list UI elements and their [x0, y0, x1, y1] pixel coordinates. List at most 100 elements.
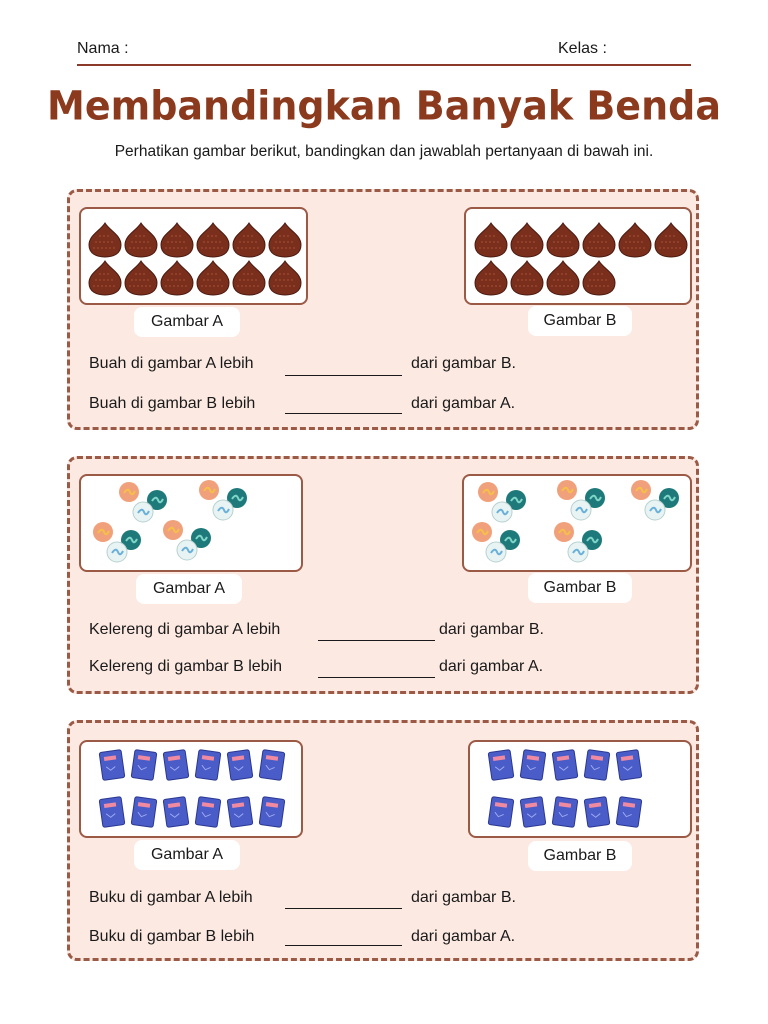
book-icon [583, 796, 611, 828]
answer-blank-2[interactable] [285, 413, 402, 414]
marble-group-a [93, 480, 247, 563]
question-1-text: Kelereng di gambar A lebih [89, 621, 281, 638]
book-icon [258, 796, 286, 828]
marble-icon [554, 522, 574, 542]
salak-fruit-icon [88, 260, 122, 296]
book-icon [551, 796, 579, 828]
answer-blank-2[interactable] [318, 677, 435, 678]
book-icon [258, 749, 286, 781]
marble-icon [163, 520, 183, 540]
salak-fruit-icon [546, 222, 580, 258]
salak-fruit-icon [196, 260, 230, 296]
question-1-suffix: dari gambar B. [439, 621, 544, 638]
caption-b: Gambar B [528, 573, 632, 603]
salak-fruit-icon [474, 260, 508, 296]
picture-b-marbles [462, 474, 692, 572]
picture-b-salak [464, 207, 692, 305]
question-2-suffix: dari gambar A. [439, 658, 544, 675]
section-books: Gambar A Gambar B Buku di gambar A lebih… [67, 720, 699, 961]
marble-icon [119, 482, 139, 502]
salak-fruit-icon [124, 222, 158, 258]
marble-icon [93, 522, 113, 542]
marble-icon [557, 480, 577, 500]
marble-icon [582, 530, 602, 550]
marble-icon [478, 482, 498, 502]
marble-icon [567, 541, 589, 563]
salak-fruit-icon [124, 260, 158, 296]
marble-icon [585, 488, 605, 508]
marble-icon [132, 501, 154, 523]
worksheet-instructions: Perhatikan gambar berikut, bandingkan da… [114, 143, 654, 160]
book-icon [162, 749, 190, 781]
book-icon [583, 749, 611, 781]
marble-icon [631, 480, 651, 500]
class-label: Kelas : [558, 40, 607, 57]
caption-b: Gambar B [528, 841, 632, 871]
salak-fruit-icon [618, 222, 652, 258]
marble-icon [147, 490, 167, 510]
salak-fruit-icon [654, 222, 688, 258]
salak-fruit-icon [582, 260, 616, 296]
marble-icon [176, 539, 198, 561]
salak-fruit-icon [196, 222, 230, 258]
picture-a-books [79, 740, 303, 838]
salak-fruit-icon [160, 222, 194, 258]
caption-b: Gambar B [528, 306, 632, 336]
question-2-text: Buku di gambar B lebih [89, 928, 255, 945]
section-salak: Gambar A Gambar B Buah di gambar A lebih… [67, 189, 699, 430]
book-icon [130, 749, 158, 781]
book-icon [519, 796, 547, 828]
picture-b-books [468, 740, 692, 838]
salak-fruit-icon [232, 260, 266, 296]
question-2-suffix: dari gambar A. [411, 928, 516, 945]
marble-icon [491, 501, 513, 523]
salak-fruit-icon [268, 222, 302, 258]
student-info-header: Nama : Kelas : [77, 40, 691, 66]
picture-a-marbles [79, 474, 303, 572]
caption-a: Gambar A [134, 840, 240, 870]
salak-fruit-icon [268, 260, 302, 296]
question-1-suffix: dari gambar B. [411, 889, 516, 906]
book-icon [226, 796, 254, 828]
question-2-text: Buah di gambar B lebih [89, 395, 256, 412]
book-icon [487, 749, 515, 781]
book-icon [226, 749, 254, 781]
book-icon [519, 749, 547, 781]
marble-icon [191, 528, 211, 548]
marble-icon [227, 488, 247, 508]
name-label: Nama : [77, 40, 129, 57]
marble-icon [199, 480, 219, 500]
book-icon [194, 749, 222, 781]
marble-icon [570, 499, 592, 521]
marble-icon [212, 499, 234, 521]
book-group-b [487, 749, 643, 828]
book-icon [551, 749, 579, 781]
question-2-text: Kelereng di gambar B lebih [89, 658, 283, 675]
book-icon [615, 749, 643, 781]
book-icon [98, 749, 126, 781]
answer-blank-1[interactable] [285, 375, 402, 376]
marble-icon [506, 490, 526, 510]
book-icon [130, 796, 158, 828]
marble-group-b [472, 480, 679, 563]
marble-icon [106, 541, 128, 563]
book-icon [162, 796, 190, 828]
marble-icon [472, 522, 492, 542]
marble-icon [121, 530, 141, 550]
salak-group-b [474, 222, 688, 296]
salak-fruit-icon [88, 222, 122, 258]
salak-fruit-icon [510, 222, 544, 258]
answer-blank-1[interactable] [318, 640, 435, 641]
caption-a: Gambar A [134, 307, 240, 337]
book-icon [487, 796, 515, 828]
salak-fruit-icon [546, 260, 580, 296]
salak-fruit-icon [160, 260, 194, 296]
salak-fruit-icon [474, 222, 508, 258]
answer-blank-1[interactable] [285, 908, 402, 909]
salak-fruit-icon [232, 222, 266, 258]
answer-blank-2[interactable] [285, 945, 402, 946]
marble-icon [659, 488, 679, 508]
marble-icon [644, 499, 666, 521]
book-icon [615, 796, 643, 828]
section-marbles: Gambar A Gambar B Kelereng di gambar A l… [67, 456, 699, 694]
